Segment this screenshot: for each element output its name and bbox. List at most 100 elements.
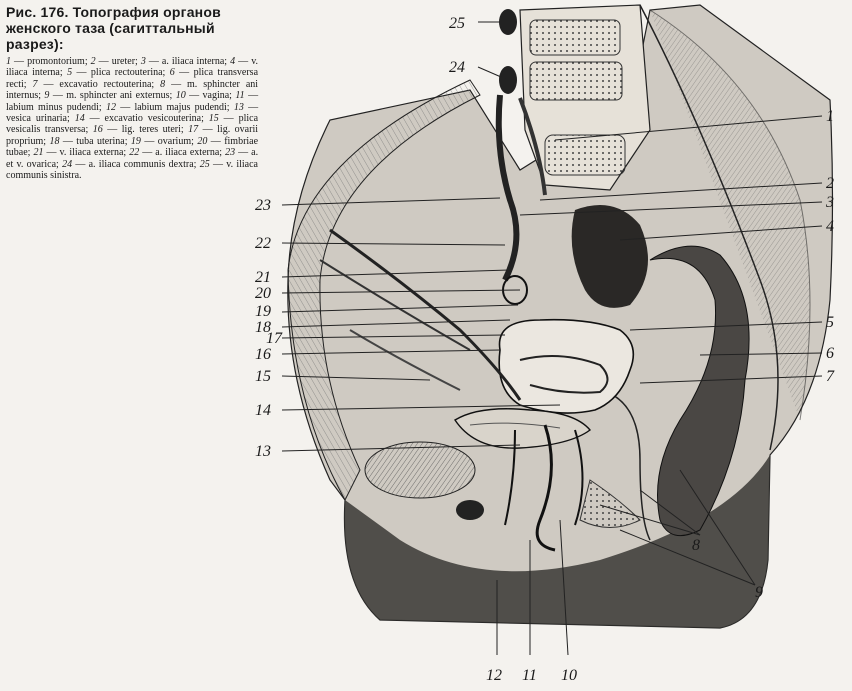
legend-entry-text: m. sphincter ani externus; [66,90,173,102]
abdominal-wall [287,79,481,502]
legend-entry-number: 18 [49,135,60,147]
legend-entry-text: ureter; [111,56,138,67]
legend-entry-text: lig. ovarii proprium; [6,124,259,147]
legend-entry: 20 — fimbriae tubae; [6,135,259,159]
legend-entry-text: a. et v. ovarica; [6,147,259,170]
legend-entry-text: a. iliaca interna; [161,56,228,67]
urinary-bladder [454,408,592,449]
legend-entry: 13 — vesica urinaria; [6,101,259,125]
legend-entry-number: 7 [32,78,38,90]
legend-entry: 24 — a. iliaca communis dextra; [62,158,197,170]
figure-title: Рис. 176. Топография органов женского та… [6,4,221,52]
label-2: 2 [826,175,834,192]
legend-entry-text: labium minus pudendi; [6,101,102,113]
legend-entry-text: vesica urinaria; [6,113,70,125]
legend-entry-number: 15 [208,113,219,125]
legend-entry: 10 — vagina; [175,90,232,102]
pubic-symphysis [364,441,484,520]
label-7: 7 [826,368,835,385]
legend-entry-number: 9 [44,90,50,102]
legend-entry-text: a. iliaca communis dextra; [88,158,197,170]
legend-entry: 21 — v. iliaca externa; [33,147,127,159]
legend-entry-text: excavatio rectouterina; [59,78,155,90]
legend-entry-number: 17 [188,124,199,136]
label-18: 18 [255,319,271,336]
legend-entry-number: 8 [160,78,166,90]
legend-entry-text: labium majus pudendi; [134,101,230,113]
legend-entry-number: 11 [235,90,245,102]
legend-entry-number: 20 [197,135,208,147]
uterus [498,318,635,414]
label-12: 12 [486,667,502,684]
figure-labels: 25 24 1 2 3 4 23 22 21 20 19 18 17 16 15… [255,15,835,684]
vagina-and-canals [504,424,641,552]
label-14: 14 [255,402,271,419]
sacrum-vertebrae [519,4,811,451]
legend-entry-text: lig. teres uteri; [121,124,184,136]
legend-entry: 18 — tuba uterina; [49,135,128,147]
legend-entry-number: 21 [33,147,44,159]
label-1: 1 [826,108,834,125]
legend-entry-text: m. sphincter ani internus; [6,78,259,102]
legend-entry-text: plica transversa recti; [6,67,259,90]
legend-entry-text: v. iliaca communis sinistra. [6,158,258,182]
legend-entry-text: v. iliaca externa; [59,147,127,159]
legend-entry-number: 16 [92,124,103,136]
label-3: 3 [825,194,834,211]
legend-entry-text: promontorium; [27,56,88,67]
legend-entry-text: tuba uterina; [76,135,128,147]
legend-entry-number: 10 [175,90,186,102]
label-10: 10 [561,667,577,684]
label-5: 5 [826,314,834,331]
label-6: 6 [826,345,834,362]
legend-entry-number: 25 [199,158,210,170]
legend-entry-number: 14 [74,113,85,125]
label-16: 16 [255,346,271,363]
label-25: 25 [449,15,465,32]
internal-iliac-vein-shape [571,205,648,308]
legend-entry: 14 — excavatio vesicouterina; [74,113,204,125]
figure-legend: 1 — promontorium; 2 — ureter; 3 — a. ili… [6,56,258,181]
legend-entry-number: 4 [230,56,236,67]
label-8: 8 [692,537,700,554]
legend-entry: 17 — lig. ovarii proprium; [6,124,259,147]
label-17: 17 [266,330,283,347]
legend-entry-number: 24 [62,158,73,170]
legend-entry: 5 — plica rectouterina; [67,67,166,79]
label-22: 22 [255,235,271,252]
label-15: 15 [255,368,271,385]
legend-entry-number: 22 [129,147,140,159]
legend-entry-number: 3 [140,56,146,67]
leader-lines [281,21,823,656]
label-24: 24 [449,59,465,76]
legend-entry-number: 1 [6,56,11,67]
rectum [599,245,750,541]
legend-entry: 15 — plica vesicalis transversa; [6,113,259,136]
legend-entry: 4 — v. iliaca interna; [6,56,259,79]
legend-entry-number: 5 [67,67,73,79]
legend-entry: 23 — a. et v. ovarica; [6,147,259,170]
label-4: 4 [826,218,834,235]
legend-entry-text: excavatio vesicouterina; [104,113,204,125]
figure-caption: Рис. 176. Топография органов женского та… [6,4,258,181]
legend-entry-text: vagina; [202,90,232,102]
legend-entry-text: a. iliaca externa; [155,147,223,159]
label-23: 23 [255,197,271,214]
legend-entry-text: plica vesicalis transversa; [6,113,259,136]
legend-entry: 22 — a. iliaca externa; [129,147,223,159]
legend-entry: 8 — m. sphincter ani internus; [6,78,259,102]
legend-entry: 3 — a. iliaca interna; [140,56,228,67]
legend-entry: 12 — labium majus pudendi; [105,101,230,113]
legend-entry-number: 2 [90,56,96,67]
legend-entry-number: 6 [169,67,175,79]
legend-entry: 1 — promontorium; [6,56,88,67]
legend-entry-number: 13 [233,101,244,113]
label-13: 13 [255,443,271,460]
legend-entry-text: fimbriae tubae; [6,135,259,159]
legend-entry-number: 19 [130,135,141,147]
legend-entry-number: 23 [225,147,236,159]
label-19: 19 [255,303,271,320]
label-11: 11 [522,667,537,684]
legend-entry-text: ovarium; [157,135,194,147]
